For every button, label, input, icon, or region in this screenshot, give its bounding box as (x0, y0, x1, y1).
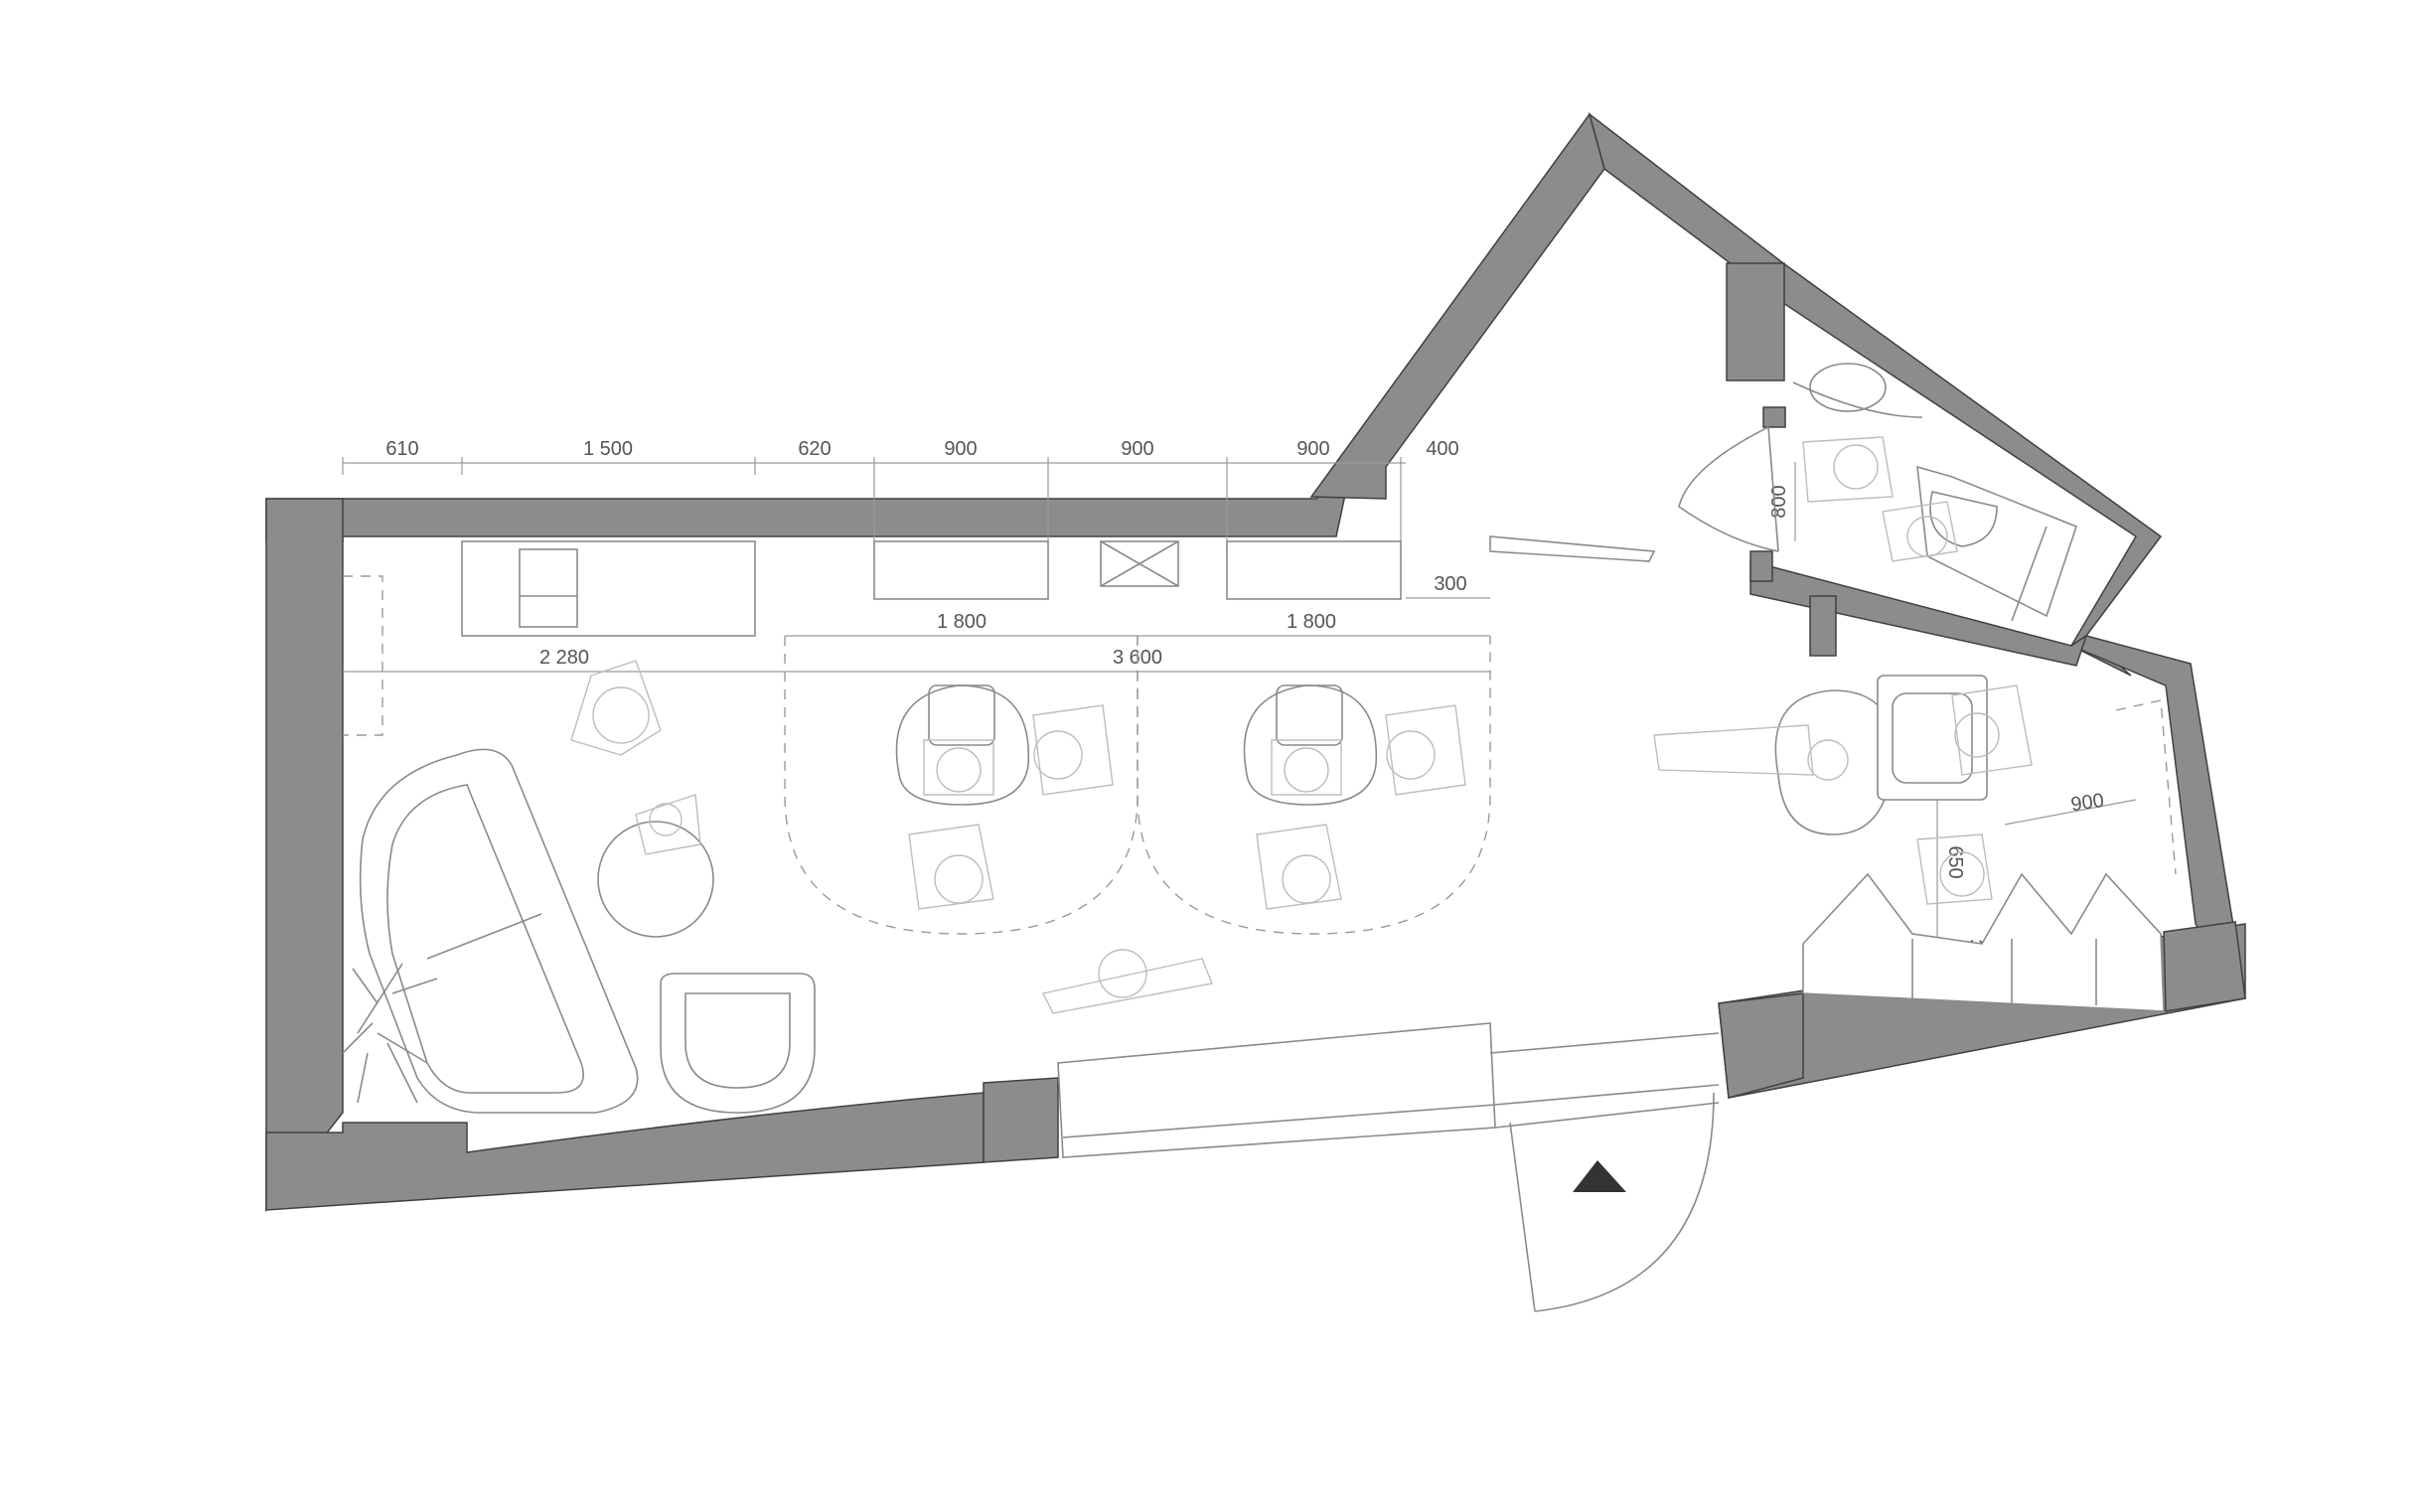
dim-300-h: 300 (1434, 573, 1466, 595)
reception-counter (461, 540, 756, 637)
dim-620: 620 (798, 438, 831, 460)
dim-900-right: 900 (2069, 790, 2105, 816)
shop-window (1057, 1022, 1496, 1158)
entrance-arrow-icon (1573, 1160, 1626, 1192)
person-icon (923, 739, 994, 796)
wall-cabinet-right (2115, 699, 2177, 875)
toilet-icon (1916, 465, 2077, 618)
person-icon (1951, 684, 2033, 776)
round-side-table (597, 821, 714, 938)
dim-1800-a: 1 800 (937, 611, 987, 633)
wash-chair (1774, 689, 1895, 835)
wall-bathroom-bottom (1749, 560, 2088, 667)
person-icon (635, 794, 701, 855)
wall-left (265, 498, 344, 1213)
workstation-table-2 (1226, 540, 1402, 600)
entrance-door-swing (1534, 1092, 1715, 1312)
person-icon (1256, 824, 1342, 910)
washbasin-icon (1877, 675, 1988, 801)
person-icon (1653, 724, 1849, 781)
wall-bathroom-right (1782, 261, 2163, 677)
product-shelf (1802, 872, 2165, 1012)
bathroom (1489, 363, 2077, 622)
facade-pillar-3 (2163, 921, 2246, 1012)
person-icon (1041, 949, 1213, 1014)
person-figures (570, 436, 2033, 1014)
dim-900-b: 900 (1121, 438, 1153, 460)
bathroom-door-swing (1678, 426, 1779, 552)
dim-1800-b: 1 800 (1287, 611, 1336, 633)
dim-800: 800 (1768, 485, 1790, 518)
workstation-table-1 (873, 540, 1049, 600)
person-icon (1032, 704, 1114, 796)
dim-1500: 1 500 (583, 438, 633, 460)
plant-icon (342, 963, 438, 1104)
dim-400: 400 (1426, 438, 1458, 460)
furniture (342, 540, 2177, 1114)
facade-pillar-1 (983, 1077, 1059, 1163)
wall-stub (1809, 595, 1837, 657)
dim-610: 610 (385, 438, 418, 460)
wall-cabinet-left (343, 575, 383, 736)
dim-900-c: 900 (1296, 438, 1329, 460)
wall-angle-left (1309, 112, 1605, 500)
facade (1057, 1022, 1720, 1312)
facade-pillar-2 (1718, 992, 1804, 1099)
person-icon (1271, 739, 1342, 796)
bathroom-column (1726, 262, 1785, 381)
bathroom-door (1767, 426, 1779, 552)
dim-2280: 2 280 (539, 647, 589, 669)
armchair (660, 973, 816, 1114)
corridor-rail (1489, 535, 1656, 562)
entrance-door (1509, 1122, 1536, 1312)
dim-900-a: 900 (944, 438, 977, 460)
work-zone-1 (784, 636, 1139, 935)
person-icon (1385, 704, 1466, 796)
wash-basin-round (1809, 363, 1887, 412)
person-icon (570, 660, 662, 756)
person-icon (1882, 501, 1958, 562)
person-icon (908, 824, 994, 910)
work-zone-2 (1137, 636, 1491, 935)
door-jamb-top (1762, 406, 1786, 428)
door-jamb-bottom (1749, 550, 1773, 582)
counter-drawer (519, 548, 578, 628)
person-icon (1802, 436, 1894, 503)
walls (265, 112, 2246, 1213)
wall-top (265, 464, 1353, 542)
dim-650: 650 (1944, 845, 1966, 878)
person-icon (1916, 833, 1993, 905)
wall-bottom (265, 1092, 985, 1211)
dimension-top-row: 610 1 500 620 900 900 900 400 (342, 438, 1459, 556)
